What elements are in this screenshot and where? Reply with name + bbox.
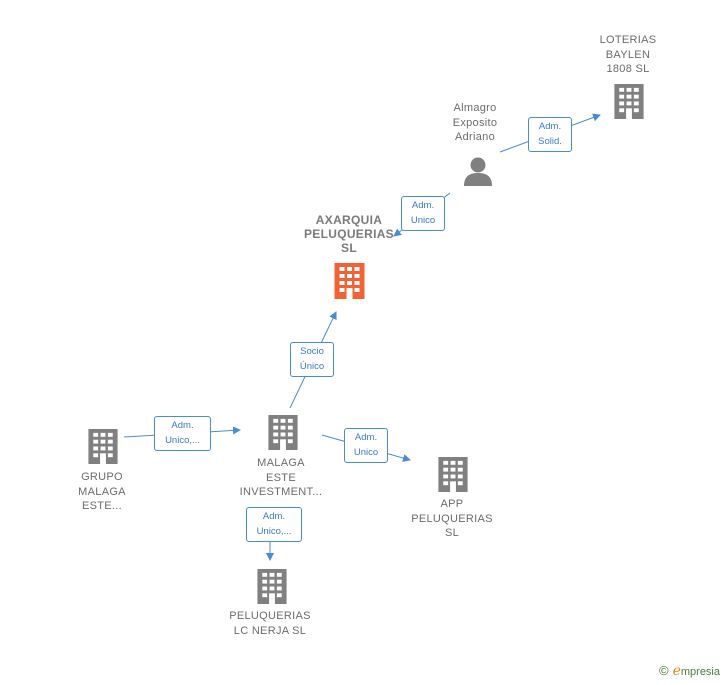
node-label: GRUPO MALAGA ESTE... (78, 471, 126, 512)
edge-label-malaga-nerja[interactable]: Adm. Unico,... (246, 507, 302, 542)
brand-logo: ©empresia (659, 663, 720, 679)
edge-label-malaga-axarquia[interactable]: Socio Único (290, 342, 334, 377)
node-malaga[interactable]: MALAGA ESTE INVESTMENT... (232, 456, 330, 500)
node-label: APP PELUQUERIAS SL (411, 498, 493, 539)
node-grupo[interactable]: GRUPO MALAGA ESTE... (60, 470, 144, 514)
node-axarquia[interactable]: AXARQUIA PELUQUERIAS SL (293, 213, 405, 255)
building-icon[interactable] (268, 415, 298, 450)
building-icon[interactable] (614, 84, 644, 119)
edge-label-almagro-axarquia[interactable]: Adm. Unico (401, 196, 445, 231)
building-icon[interactable] (88, 429, 118, 464)
node-label: AXARQUIA PELUQUERIAS SL (304, 213, 394, 255)
node-label: LOTERIAS BAYLEN 1808 SL (599, 34, 657, 75)
node-loterias[interactable]: LOTERIAS BAYLEN 1808 SL (583, 33, 673, 77)
node-almagro[interactable]: Almagro Exposito Adriano (430, 101, 520, 145)
node-label: PELUQUERIAS LC NERJA SL (229, 610, 311, 637)
node-label: Almagro Exposito Adriano (452, 102, 498, 143)
edge-label-malaga-app[interactable]: Adm. Unico (344, 428, 388, 463)
node-app[interactable]: APP PELUQUERIAS SL (400, 497, 504, 541)
node-label: MALAGA ESTE INVESTMENT... (239, 457, 323, 498)
edge-label-grupo-malaga[interactable]: Adm. Unico,... (154, 416, 211, 451)
building-icon[interactable] (334, 263, 365, 299)
person-icon[interactable] (464, 157, 492, 187)
edge-label-almagro-loterias[interactable]: Adm. Solid. (528, 117, 572, 152)
copyright-icon: © (658, 663, 669, 678)
node-nerja[interactable]: PELUQUERIAS LC NERJA SL (216, 609, 324, 638)
building-icon[interactable] (257, 569, 287, 604)
brand-initial: e (672, 663, 681, 679)
building-icon[interactable] (438, 457, 468, 492)
brand-name: mpresia (680, 666, 720, 678)
